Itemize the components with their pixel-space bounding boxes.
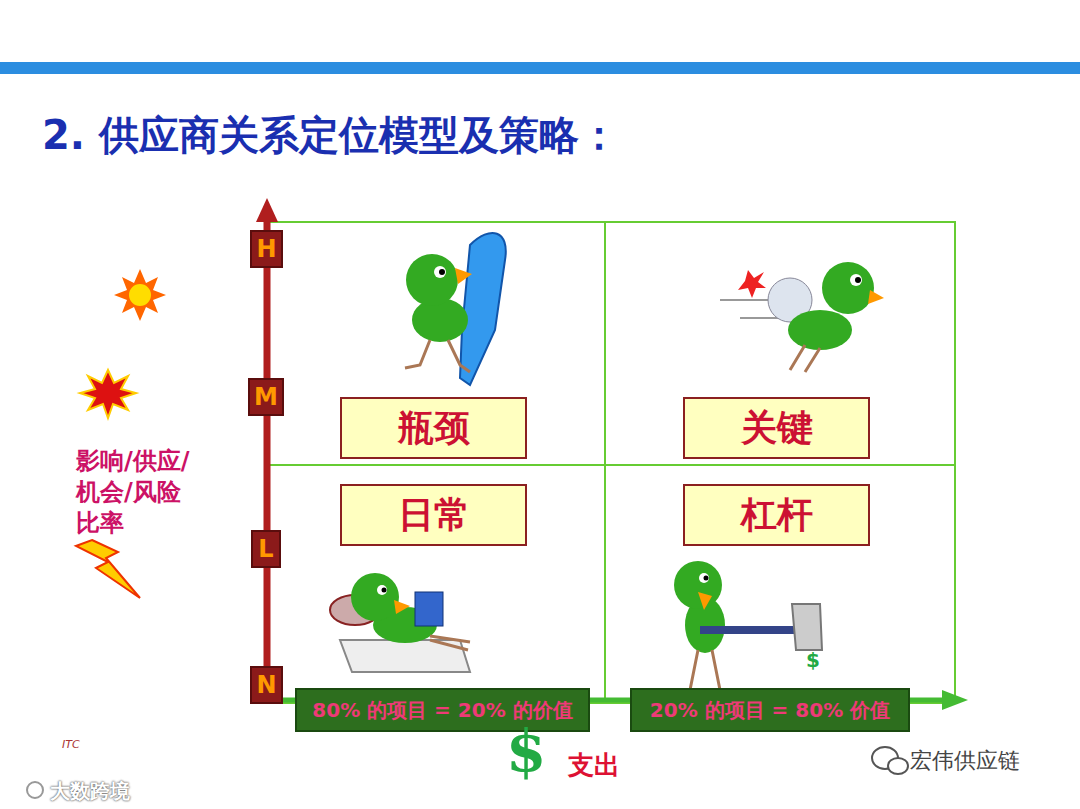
parrot-reading bbox=[330, 573, 470, 672]
node-text: L bbox=[258, 535, 273, 563]
axis-level-box: M bbox=[248, 378, 284, 416]
lightning-icon bbox=[76, 540, 140, 598]
axis-title: 影响/供应/机会/风险比率 bbox=[76, 446, 204, 540]
node-text: N bbox=[256, 671, 276, 699]
quadrant-label-box: 杠杆 bbox=[683, 484, 870, 546]
axis-title: 支出 bbox=[568, 748, 620, 783]
quadrant-label-box: 日常 bbox=[340, 484, 527, 546]
title: 2. 供应商关系定位模型及策略： bbox=[42, 108, 619, 163]
node-text: 20% 的项目 = 80% 价值 bbox=[650, 697, 890, 724]
sun-icon bbox=[114, 269, 166, 321]
y-axis bbox=[264, 215, 271, 703]
explosion-icon bbox=[80, 370, 136, 418]
logo-icon bbox=[27, 782, 43, 798]
node-text: 日常 bbox=[398, 491, 470, 540]
parrot-bottle bbox=[405, 233, 506, 385]
parrot-flying bbox=[720, 262, 884, 372]
quadrant-label-box: 瓶颈 bbox=[340, 397, 527, 459]
quadrant-grid bbox=[268, 222, 955, 703]
parrot-hammer bbox=[674, 561, 822, 690]
axis-level-box: L bbox=[251, 530, 281, 568]
node-text: 关键 bbox=[741, 404, 813, 453]
watermark: 大数跨境 bbox=[50, 778, 130, 805]
node-text: 杠杆 bbox=[741, 491, 813, 540]
node-text: 瓶颈 bbox=[398, 404, 470, 453]
pareto-band: 20% 的项目 = 80% 价值 bbox=[630, 688, 910, 732]
axis-level-box: H bbox=[250, 230, 283, 268]
axis-level-box: N bbox=[250, 666, 283, 704]
wechat-icon bbox=[872, 747, 908, 774]
watermark: 宏伟供应链 bbox=[910, 746, 1020, 776]
dollar-symbol: $ bbox=[806, 650, 820, 670]
node-text: H bbox=[256, 235, 276, 263]
quadrant-label-box: 关键 bbox=[683, 397, 870, 459]
top-bar bbox=[0, 62, 1080, 74]
node-text: M bbox=[254, 383, 278, 411]
source-note: ITC bbox=[62, 738, 80, 751]
dollar-symbol: $ bbox=[506, 722, 546, 780]
node-text: 80% 的项目 = 20% 的价值 bbox=[312, 697, 572, 724]
